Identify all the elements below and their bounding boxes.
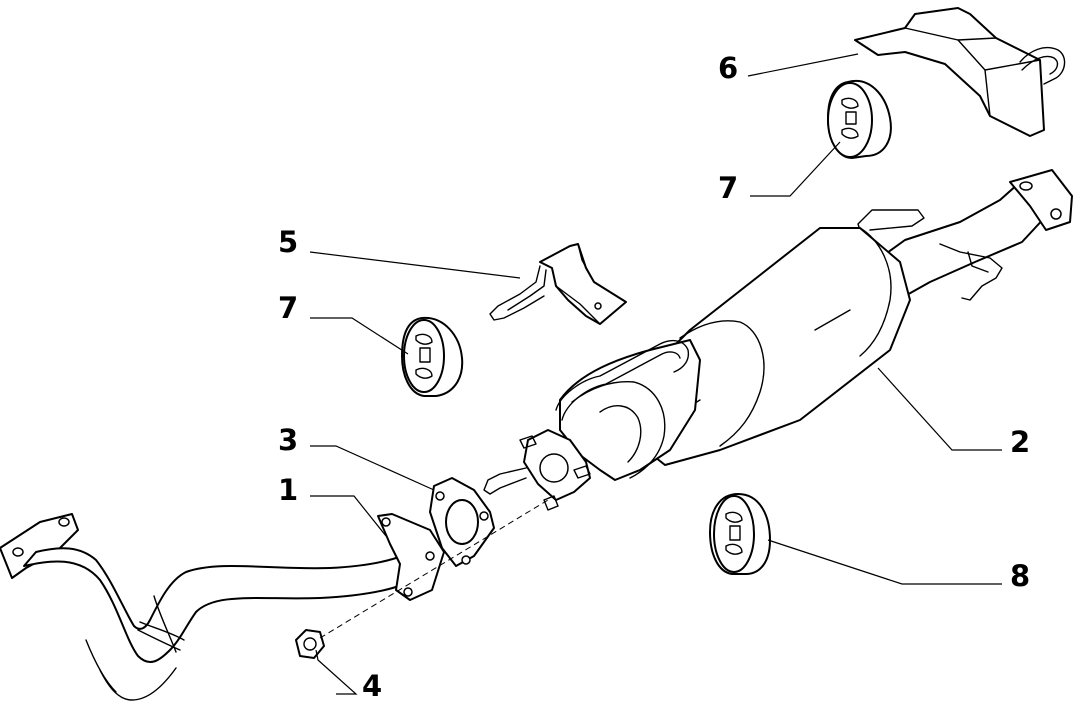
assembly-line xyxy=(319,499,549,639)
callout-1: 1 xyxy=(278,473,298,507)
leader-lines xyxy=(309,53,1002,695)
rear-bracket-6 xyxy=(854,7,1066,137)
catalytic-converter-2 xyxy=(483,169,1073,511)
rubber-mount-7-middle xyxy=(401,316,464,397)
callout-5: 5 xyxy=(278,225,298,259)
callout-7-top: 7 xyxy=(718,171,738,205)
rubber-mount-7-top xyxy=(827,79,892,159)
callout-4: 4 xyxy=(362,669,382,703)
front-bracket-5 xyxy=(489,243,627,325)
callout-2: 2 xyxy=(1010,425,1030,459)
rubber-mount-8 xyxy=(709,493,771,575)
callout-6: 6 xyxy=(718,51,738,85)
callout-8: 8 xyxy=(1010,559,1030,593)
callout-7-middle: 7 xyxy=(278,291,298,325)
nut-4 xyxy=(295,629,325,659)
front-pipe-1 xyxy=(0,513,445,701)
gasket-3 xyxy=(429,477,495,567)
callout-3: 3 xyxy=(278,423,298,457)
